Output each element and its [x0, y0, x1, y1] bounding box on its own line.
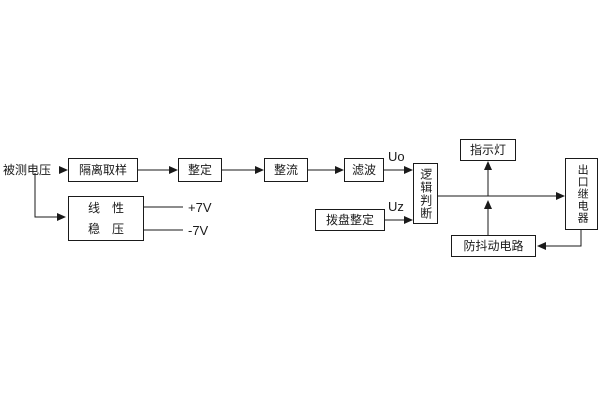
linear-regulator-line1: 线 性: [87, 201, 124, 216]
block-anti-jitter: 防抖动电路: [451, 235, 536, 257]
block-setting: 整定: [178, 158, 222, 182]
block-indicator-lamp: 指示灯: [460, 139, 516, 161]
input-voltage-label: 被测电压: [3, 163, 52, 177]
arrow-input-to-regulator: [34, 173, 66, 221]
block-output-relay: 出口继电器: [565, 158, 598, 230]
block-filter: 滤波: [344, 158, 384, 182]
block-dial-setting: 拨盘整定: [315, 209, 385, 231]
linear-regulator-line2: 稳 压: [87, 221, 124, 236]
signal-plus7v-label: +7V: [188, 200, 212, 215]
signal-uz-label: Uz: [388, 199, 404, 214]
arrow-relay-to-antijitter: [537, 230, 582, 250]
block-linear-regulator: 线 性 稳 压: [68, 196, 144, 241]
block-rectifier: 整流: [264, 158, 308, 182]
signal-uo-label: Uo: [388, 149, 405, 164]
signal-minus7v-label: -7V: [188, 223, 209, 238]
block-isolation-sampling: 隔离取样: [68, 158, 138, 182]
block-logic-judgment: 逻辑判断: [413, 163, 438, 224]
